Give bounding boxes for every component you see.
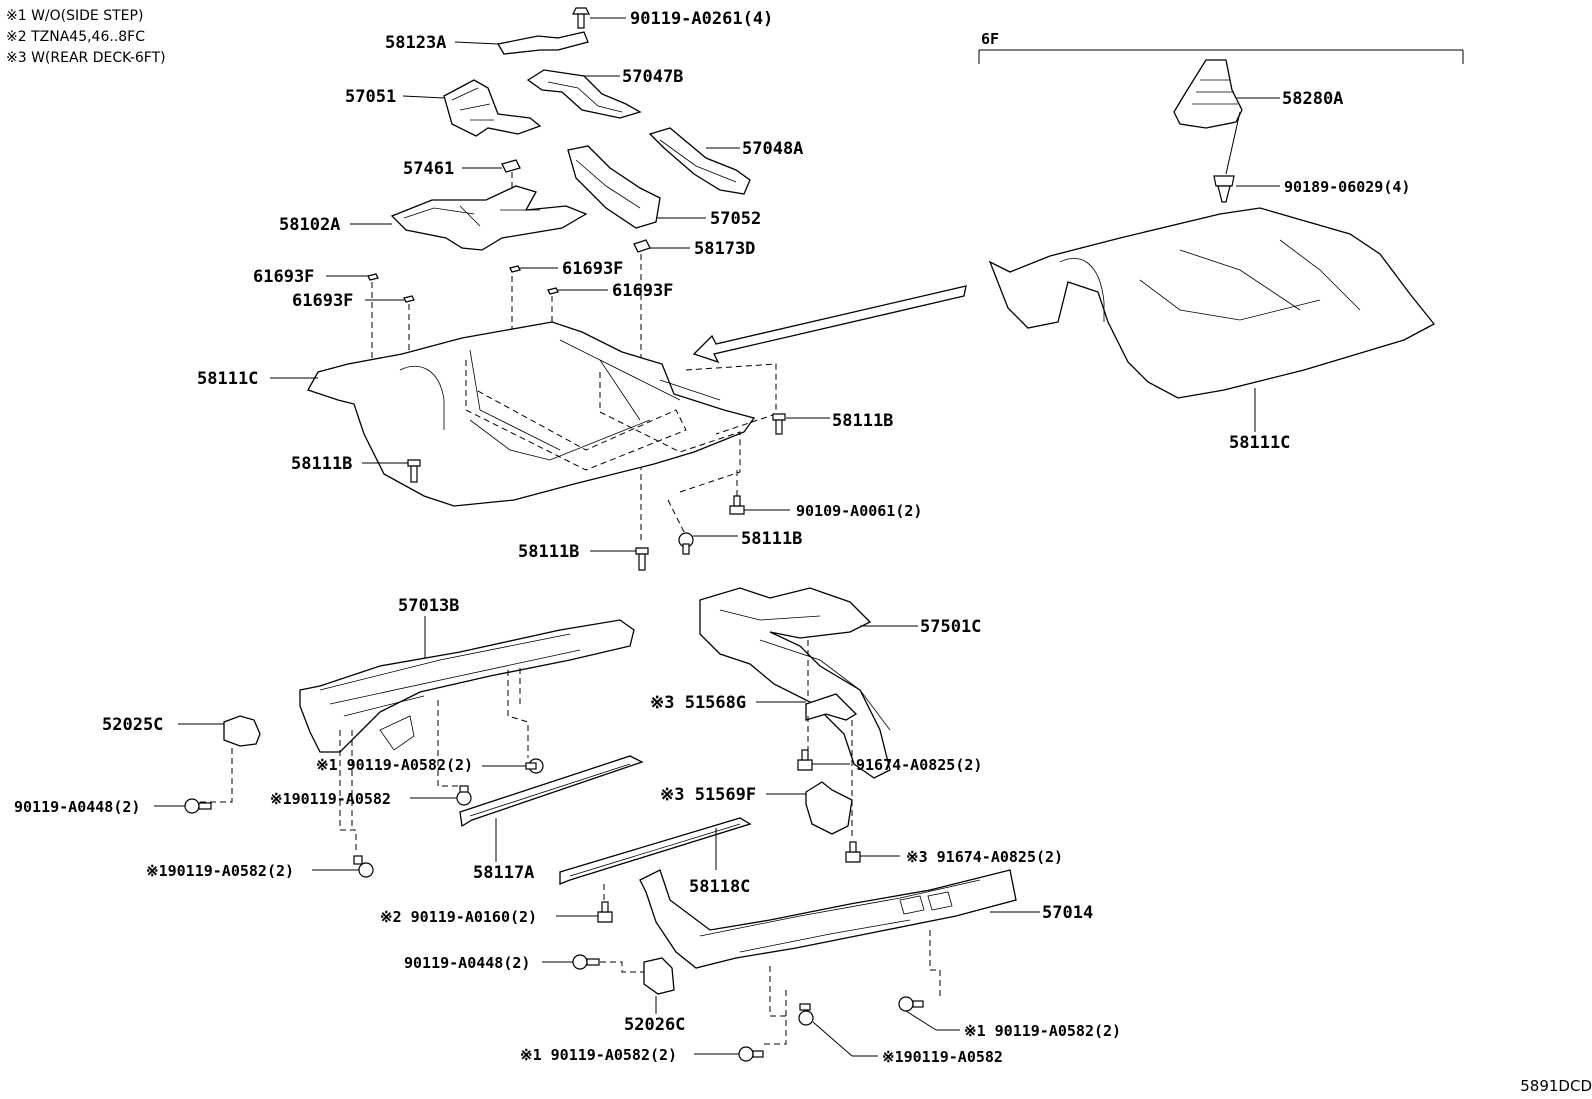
label-61693F-c: 61693F — [562, 259, 623, 279]
bolt-90119-A0261 — [572, 7, 626, 29]
bolt-90119-A0582-2d — [694, 990, 787, 1062]
part-57051 — [402, 79, 542, 137]
part-57014 — [639, 869, 1040, 1017]
bolt-90119-A0448-a — [154, 798, 212, 814]
label-58111C-left: 58111C — [197, 369, 258, 389]
label-90119-A0448-a: 90119-A0448(2) — [14, 798, 140, 816]
clip-61693F-b — [365, 295, 415, 303]
note-3: ※3 W(REAR DECK-6FT) — [6, 50, 166, 66]
part-57461 — [462, 159, 521, 194]
note-1: ※1 W/O(SIDE STEP) — [6, 8, 144, 24]
part-51568G — [756, 640, 858, 750]
part-57052 — [567, 145, 706, 229]
label-51569F: ※3 51569F — [660, 785, 756, 805]
label-58111B-d: 58111B — [518, 542, 579, 562]
clip-61693F-a — [326, 273, 379, 281]
clip-90189-06029 — [1213, 111, 1280, 203]
label-90119-A0582-2a: ※1 90119-A0582(2) — [316, 756, 473, 774]
part-52025C — [178, 715, 261, 803]
clip-61693F-d — [547, 287, 608, 295]
label-57014: 57014 — [1042, 903, 1093, 923]
part-57048A — [648, 127, 751, 195]
part-58102A — [350, 185, 588, 251]
label-58173D: 58173D — [694, 239, 755, 259]
part-57013B — [299, 616, 635, 758]
bolt-90119-A0582-b — [798, 1003, 878, 1057]
label-58118C: 58118C — [689, 877, 750, 897]
part-58111C-right — [988, 207, 1435, 432]
label-57501C: 57501C — [920, 617, 981, 637]
label-57461: 57461 — [403, 159, 454, 179]
arrow-6f-to-floor — [692, 285, 967, 364]
label-90119-A0582-b: ※190119-A0582 — [882, 1048, 1003, 1066]
part-58123A — [454, 31, 589, 55]
part-58118C — [559, 817, 752, 904]
bolt-90119-A0582-2c — [898, 996, 960, 1031]
label-52025C: 52025C — [102, 715, 163, 735]
label-90119-A0160: ※2 90119-A0160(2) — [380, 908, 537, 926]
label-61693F-a: 61693F — [253, 267, 314, 287]
label-91674-A0825-a: 91674-A0825(2) — [856, 756, 982, 774]
part-57501C — [699, 587, 918, 779]
label-90119-A0582-2b: ※190119-A0582(2) — [146, 862, 294, 880]
part-51569F — [766, 720, 853, 840]
fastener-58111B-a — [772, 413, 830, 435]
label-61693F-b: 61693F — [292, 291, 353, 311]
label-90119-A0582-2d: ※1 90119-A0582(2) — [520, 1046, 677, 1064]
label-58102A: 58102A — [279, 215, 340, 235]
fastener-90109-A0061 — [729, 470, 790, 515]
fastener-58111B-c — [667, 499, 738, 555]
part-57047B — [526, 69, 642, 119]
bolt-90119-A0582-2b — [312, 730, 374, 878]
bolt-90119-A0582-a — [410, 700, 472, 806]
label-58111B-a: 58111B — [832, 411, 893, 431]
bolt-91674-A0825-b — [845, 841, 900, 863]
bolt-91674-A0825-a — [797, 749, 850, 771]
label-58280A: 58280A — [1282, 89, 1343, 109]
bolt-90119-A0160 — [556, 901, 613, 923]
label-91674-A0825-b: ※3 91674-A0825(2) — [906, 848, 1063, 866]
label-51568G: ※3 51568G — [650, 693, 746, 713]
diagram-code: 5891DCD — [1520, 1077, 1592, 1095]
part-58173D — [633, 239, 690, 253]
label-58123A: 58123A — [385, 33, 446, 53]
label-90109-A0061: 90109-A0061(2) — [796, 502, 922, 520]
label-57047B: 57047B — [622, 67, 683, 87]
note-2: ※2 TZNA45,46..8FC — [6, 29, 145, 45]
label-58111C-right: 58111C — [1229, 433, 1290, 453]
label-90119-A0261: 90119-A0261(4) — [630, 9, 773, 29]
label-57013B: 57013B — [398, 596, 459, 616]
label-58117A: 58117A — [473, 863, 534, 883]
label-90119-A0582-a: ※190119-A0582 — [270, 790, 391, 808]
clip-61693F-c — [509, 265, 558, 273]
part-58117A — [459, 755, 644, 862]
fastener-58111B-b — [362, 459, 421, 483]
fastener-58111B-d — [590, 547, 649, 571]
notes-block: ※1 W/O(SIDE STEP) ※2 TZNA45,46..8FC ※3 W… — [6, 6, 166, 69]
bolt-90119-A0448-b — [542, 954, 644, 973]
label-90119-A0448-b: 90119-A0448(2) — [404, 954, 530, 972]
section-bracket-6f — [978, 49, 1464, 64]
label-61693F-d: 61693F — [612, 281, 673, 301]
label-90119-A0582-2c: ※1 90119-A0582(2) — [964, 1022, 1121, 1040]
part-58280A — [1173, 59, 1280, 129]
label-57052: 57052 — [710, 209, 761, 229]
label-58111B-b: 58111B — [291, 454, 352, 474]
label-58111B-c: 58111B — [741, 529, 802, 549]
label-52026C: 52026C — [624, 1015, 685, 1035]
label-90189-06029: 90189-06029(4) — [1284, 178, 1410, 196]
part-52026C — [643, 957, 675, 1014]
bolt-90119-A0582-2a — [482, 758, 544, 774]
label-section-6f: 6F — [981, 30, 999, 48]
label-57051: 57051 — [345, 87, 396, 107]
label-57048A: 57048A — [742, 139, 803, 159]
